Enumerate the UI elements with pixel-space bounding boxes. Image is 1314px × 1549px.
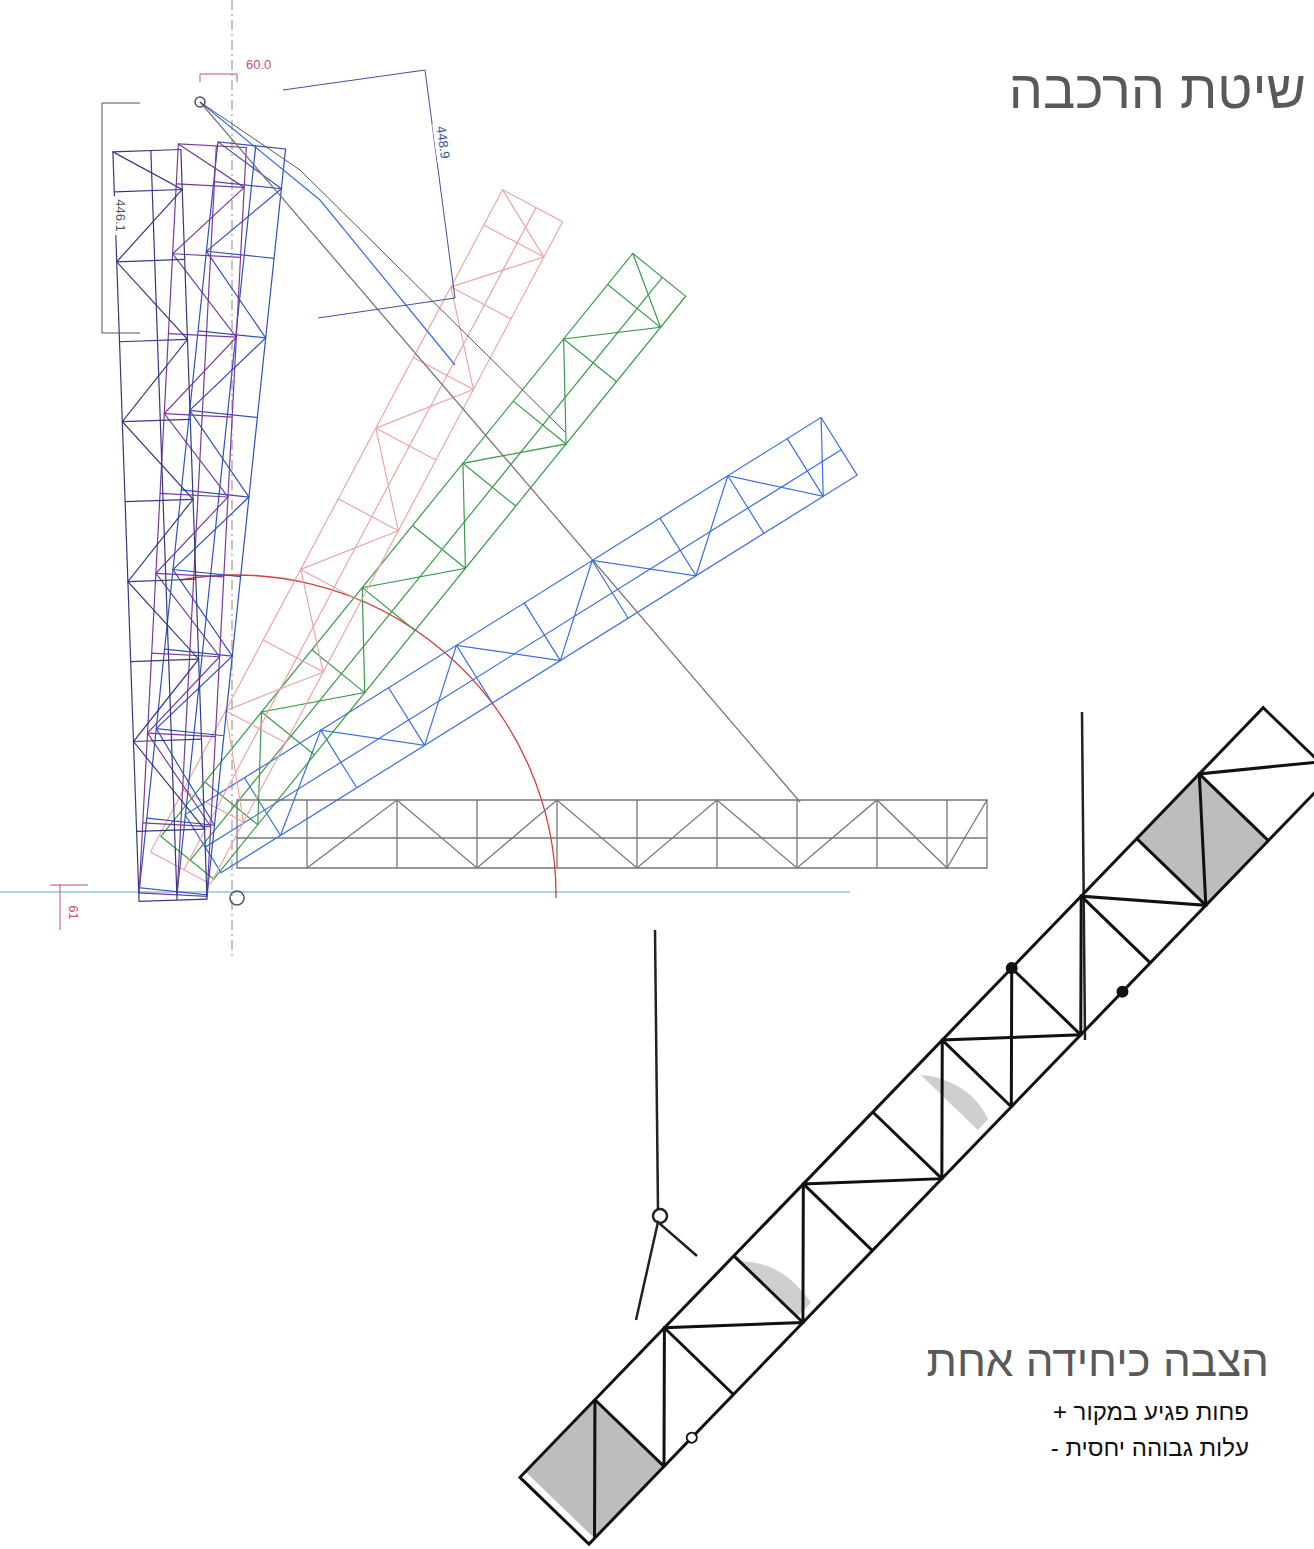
dimension-label: 61 [65,902,80,922]
dimension-line [283,70,455,318]
truss-position [161,253,686,879]
truss-unit [516,704,1314,1549]
dimension-line [102,103,140,333]
dimension-line [200,74,237,82]
cable-line [200,102,565,432]
dimension-label: 60.0 [243,58,274,73]
truss-position [113,150,207,902]
dimension-line [60,884,61,930]
dimension-line [50,885,88,886]
pivot-point [230,891,244,905]
crane-cable [655,930,658,1210]
disadvantage-note: - עלות גבוהה יחסית [1048,1434,1252,1462]
method-heading: הצבה כיחידה אחת [923,1336,1272,1387]
truss-horizontal [237,800,987,868]
slide-title: שיטת הרכבה [1009,58,1306,120]
truss-position [185,417,857,872]
hinge-point [195,97,205,107]
crane-cable [1082,712,1085,1040]
cable-line [200,102,455,365]
cable-line [200,102,800,802]
crane-hook [653,1209,667,1223]
dimension-label: 448.9 [432,122,452,162]
dimension-label: 446.1 [112,196,127,235]
truss-position [150,190,562,884]
ground-line [0,891,850,892]
truss-position [139,144,246,897]
advantage-note: + פחות פגיע במקור [1050,1398,1252,1426]
